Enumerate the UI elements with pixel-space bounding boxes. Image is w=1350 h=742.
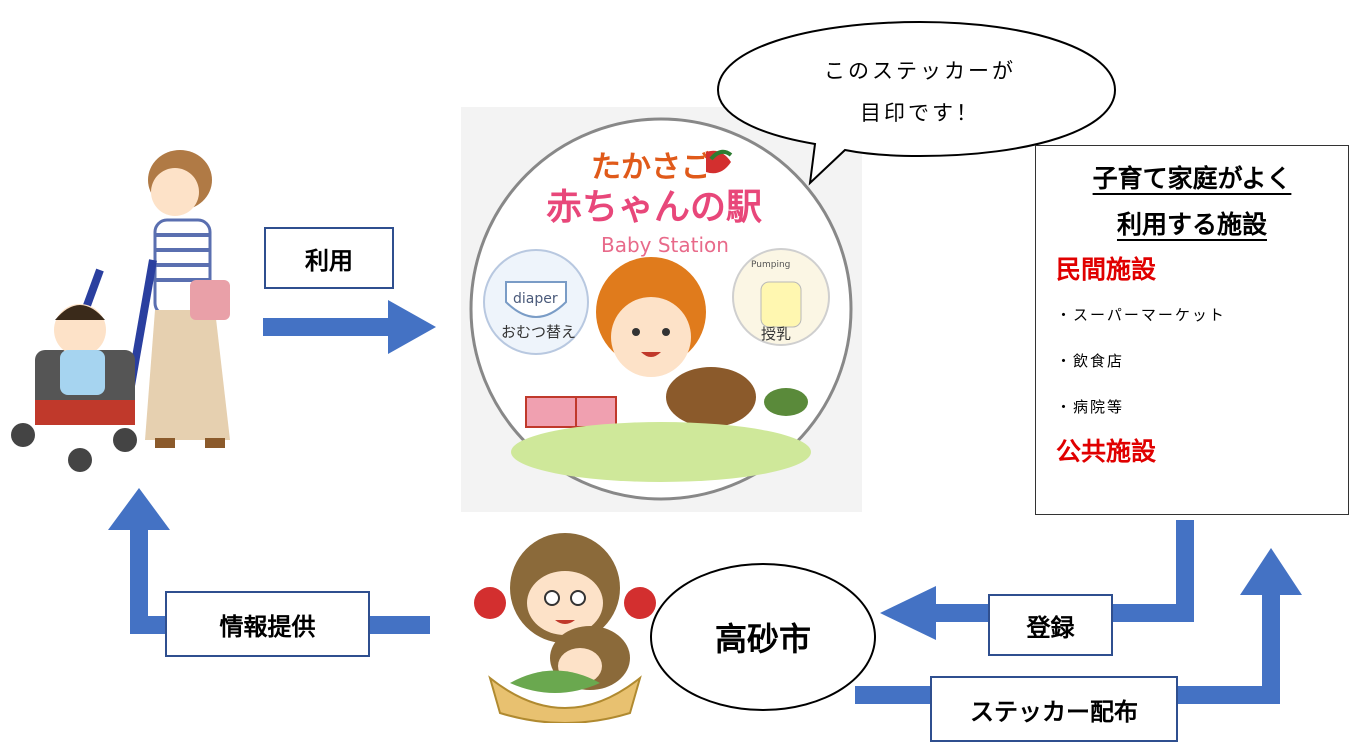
- facility-private-heading: 民間施設: [1056, 255, 1157, 284]
- speech-line1: このステッカーが: [824, 59, 1016, 83]
- speech-line2: 目印です！: [860, 101, 980, 125]
- use-label: 利用: [264, 227, 394, 289]
- sticker-diaper-jp: おむつ替え: [501, 323, 576, 341]
- arrow-use: [263, 300, 436, 354]
- facility-title-line1: 子育て家庭がよく: [1092, 164, 1292, 193]
- city-ellipse: 高砂市: [650, 563, 876, 711]
- sticker-diaper-en: diaper: [513, 291, 558, 307]
- facility-item: ・病院等: [1056, 398, 1125, 416]
- mascot-illustration: [474, 533, 656, 723]
- sticker-logo-line2: 赤ちゃんの駅: [546, 187, 762, 228]
- sticker-pumping-en: Pumping: [751, 260, 790, 270]
- register-label: 登録: [988, 594, 1113, 656]
- info-label: 情報提供: [165, 591, 370, 657]
- sticker-nursing-jp: 授乳: [761, 325, 791, 343]
- facility-public-heading: 公共施設: [1056, 437, 1157, 466]
- speech-bubble-text: このステッカーが 目印です！: [740, 50, 1100, 134]
- facility-item: ・スーパーマーケット: [1056, 306, 1226, 324]
- facility-box: 子育て家庭がよく 利用する施設 民間施設 ・スーパーマーケット ・飲食店 ・病院…: [1035, 145, 1349, 515]
- facility-title-line2: 利用する施設: [1116, 210, 1267, 239]
- baby-station-sticker: たかさご 赤ちゃんの駅 Baby Station diaper おむつ替え Pu…: [469, 117, 853, 501]
- sticker-subtitle: Baby Station: [601, 233, 729, 257]
- speech-bubble-shape: [716, 20, 1117, 186]
- facility-item: ・飲食店: [1056, 352, 1125, 370]
- city-label: 高砂市: [714, 620, 811, 658]
- sticker-logo-line1: たかさご: [591, 150, 711, 185]
- parent-stroller-illustration: [11, 150, 230, 472]
- sticker-distribution-label: ステッカー配布: [930, 676, 1178, 742]
